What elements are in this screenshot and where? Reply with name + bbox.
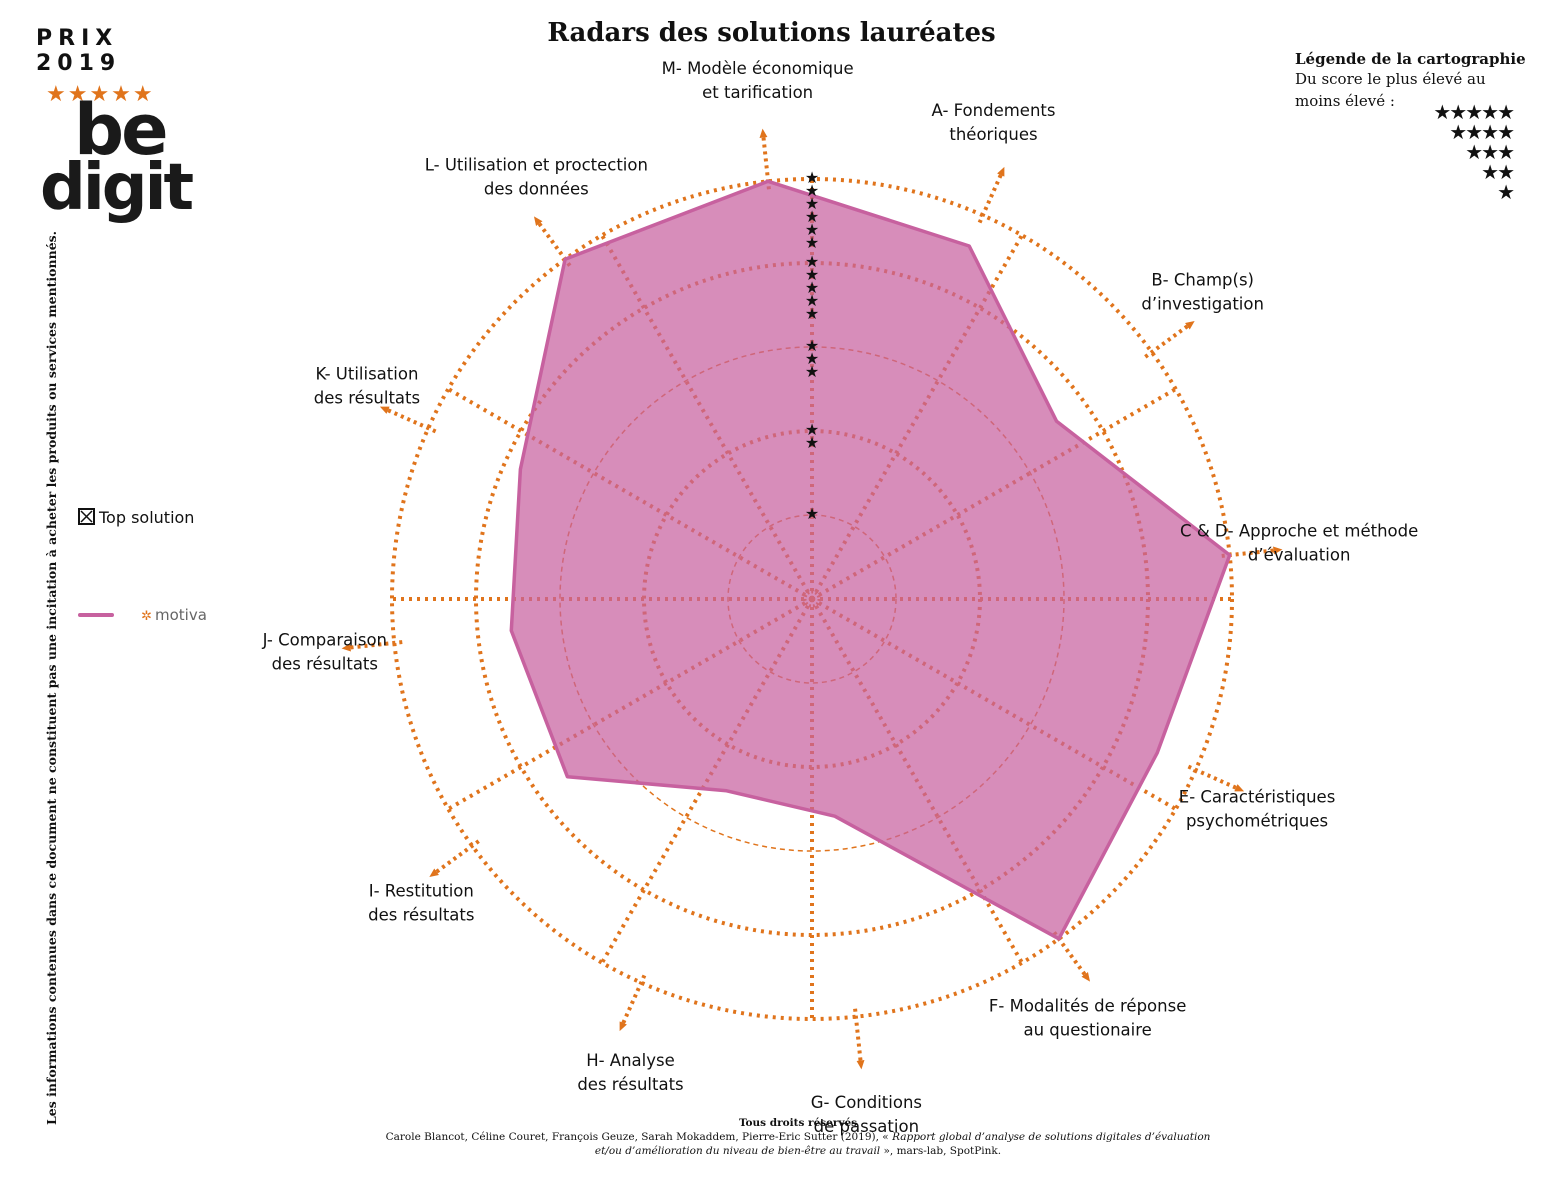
star-marker-2: ★ <box>805 433 819 452</box>
logo-prix-text: PRIX 2019 <box>36 26 122 76</box>
footer: Tous droits réservés Carole Blancot, Cél… <box>0 1116 1543 1158</box>
footer-publisher: », mars-lab, SpotPink. <box>880 1145 1002 1157</box>
axis-label-CD-line-1: C & D- Approche et méthode <box>1180 522 1418 541</box>
footer-authors: Carole Blancot, Céline Couret, François … <box>385 1131 893 1143</box>
series-swatch <box>78 612 114 617</box>
axis-label-L: L- Utilisation et proctection des données <box>425 155 648 198</box>
axis-label-E: E- Caractéristiques psychométriques <box>1179 788 1336 831</box>
axis-label-B-line-2: d’investigation <box>1141 294 1264 313</box>
axis-label-J-line-1: J- Comparaison <box>262 630 387 649</box>
axis-label-A-line-1: A- Fondements <box>932 101 1056 120</box>
axis-label-B: B- Champ(s) d’investigation <box>1141 270 1264 313</box>
axis-label-F: F- Modalités de réponse au questionaire <box>989 997 1186 1040</box>
logo-stars-icon: ★★★★★ <box>46 82 155 107</box>
star-marker-3: ★ <box>805 336 819 355</box>
footer-citation-line-1: Carole Blancot, Céline Couret, François … <box>0 1130 1543 1144</box>
top-solution-label: Top solution <box>99 508 195 527</box>
legend-title: Légende de la cartographie <box>1295 50 1526 68</box>
axis-label-E-line-1: E- Caractéristiques <box>1179 788 1336 807</box>
axis-label-G-line-2: de passation <box>814 1117 919 1136</box>
series-polygon-motiva <box>509 179 1232 941</box>
grid-ring-5 <box>390 177 1234 1021</box>
legend-stars-4: ★★★★ <box>1449 120 1515 144</box>
axis-label-L-line-2: des données <box>484 179 589 198</box>
axis-label-I: I- Restitution des résultats <box>368 882 474 925</box>
axis-label-L-line-1: L- Utilisation et proctection <box>425 155 648 174</box>
axis-arrow-E <box>1187 764 1245 792</box>
legend-line-2: moins élevé : <box>1295 92 1395 110</box>
axis-label-K: K- Utilisation des résultats <box>314 364 420 407</box>
axis-arrow-J <box>341 640 403 652</box>
checkbox-icon <box>78 508 95 525</box>
star-marker-1: ★ <box>805 420 819 439</box>
axis-label-B-line-1: B- Champ(s) <box>1151 270 1254 289</box>
axis-label-E-line-2: psychométriques <box>1186 812 1328 831</box>
series-legend: ✲motiva <box>78 604 207 624</box>
axis-arrow-I <box>429 839 480 878</box>
star-marker-12: ★ <box>805 181 819 200</box>
footer-report-title-2: et/ou d’amélioration du niveau de bien-ê… <box>594 1145 881 1157</box>
axis-arrow-G <box>853 1008 865 1070</box>
star-marker-15: ★ <box>805 220 819 239</box>
star-marker-4: ★ <box>805 349 819 368</box>
axis-arrow-B <box>1144 320 1195 359</box>
axis-label-M-line-2: et tarification <box>702 83 813 102</box>
axis-label-I-line-2: des résultats <box>368 906 474 925</box>
series-legend-entry: ✲motiva <box>141 606 207 624</box>
axis-label-F-line-2: au questionaire <box>1023 1021 1151 1040</box>
logo-word-bottom: digit <box>40 150 194 225</box>
axis-label-A: A- Fondements théoriques <box>932 101 1056 144</box>
legend-stars-3: ★★★ <box>1465 140 1515 164</box>
axis-label-I-line-1: I- Restitution <box>369 882 474 901</box>
map-legend: Légende de la cartographie Du score le p… <box>1295 50 1540 202</box>
top-solution-legend: Top solution <box>78 508 194 527</box>
axis-arrow-H <box>619 974 647 1032</box>
bedigit-logo: PRIX 2019 ★★★★★ be digit <box>36 26 206 225</box>
axis-label-A-line-2: théoriques <box>949 125 1037 144</box>
footer-citation-line-2: et/ou d’amélioration du niveau de bien-ê… <box>0 1144 1543 1158</box>
axis-arrow-K <box>379 406 437 434</box>
star-marker-16: ★ <box>805 233 819 252</box>
axis-label-M-line-1: M- Modèle économique <box>662 59 854 78</box>
axis-label-H: H- Analyse des résultats <box>577 1051 683 1094</box>
footer-report-title-1: Rapport global d’analyse de solutions di… <box>892 1131 1211 1143</box>
axis-label-J: J- Comparaison des résultats <box>262 630 387 673</box>
axis-label-H-line-2: des résultats <box>577 1075 683 1094</box>
axis-label-H-line-1: H- Analyse <box>586 1051 675 1070</box>
chart-title: Radars des solutions lauréates <box>547 18 996 48</box>
legend-stars-5: ★★★★★ <box>1433 100 1515 124</box>
star-marker-10: ★ <box>805 304 819 323</box>
axis-label-G-line-1: G- Conditions <box>811 1093 922 1112</box>
star-marker-0: ★ <box>805 504 819 523</box>
star-marker-9: ★ <box>805 291 819 310</box>
star-marker-7: ★ <box>805 265 819 284</box>
star-marker-6: ★ <box>805 252 819 271</box>
motiva-logo-icon: ✲ <box>141 608 152 624</box>
star-marker-14: ★ <box>805 207 819 226</box>
axis-label-K-line-2: des résultats <box>314 388 420 407</box>
series-legend-name: motiva <box>155 605 207 624</box>
axis-label-M: M- Modèle économique et tarification <box>662 59 854 102</box>
axis-label-CD-line-2: d’évaluation <box>1248 546 1351 565</box>
legend-line-1: Du score le plus élevé au <box>1295 70 1486 88</box>
star-marker-11: ★ <box>805 168 819 187</box>
star-marker-8: ★ <box>805 278 819 297</box>
axis-label-CD: C & D- Approche et méthode d’évaluation <box>1180 522 1418 565</box>
axis-label-G: G- Conditions de passation <box>811 1093 922 1136</box>
logo-word-top: be <box>74 89 169 171</box>
axis-label-F-line-1: F- Modalités de réponse <box>989 997 1186 1016</box>
axis-label-K-line-1: K- Utilisation <box>316 364 419 383</box>
star-marker-5: ★ <box>805 362 819 381</box>
footer-rights: Tous droits réservés <box>738 1117 858 1129</box>
star-marker-13: ★ <box>805 194 819 213</box>
axis-label-J-line-2: des résultats <box>272 654 378 673</box>
legend-stars-2: ★★ <box>1481 160 1515 184</box>
axis-arrow-A <box>977 166 1005 224</box>
legend-stars-1: ★ <box>1497 180 1515 204</box>
